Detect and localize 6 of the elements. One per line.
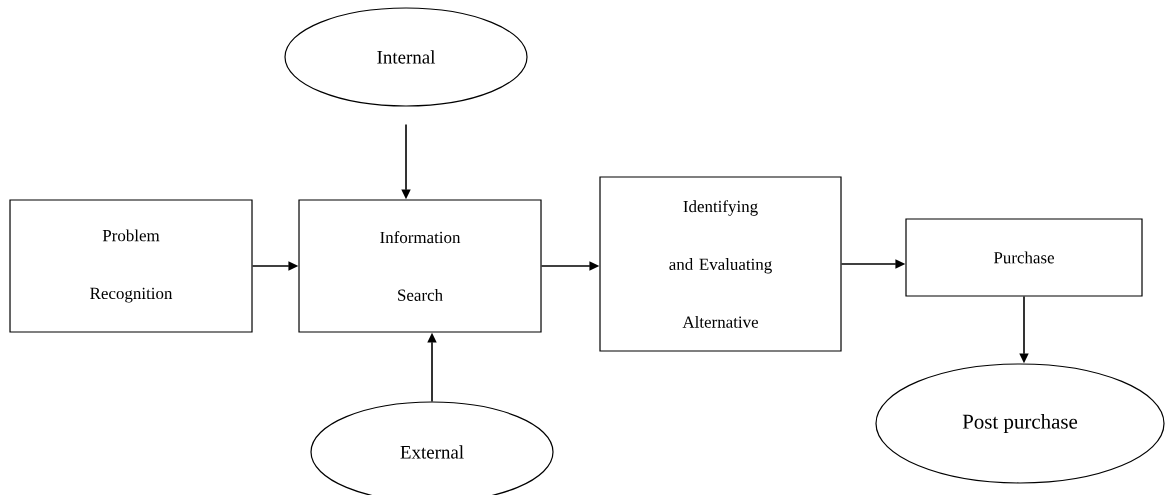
process-box: Purchase — [905, 218, 1143, 297]
ellipse-node: Post purchase — [875, 363, 1165, 484]
process-box: Identifying and Evaluating Alternative — [599, 176, 842, 352]
process-box: Problem Recognition — [9, 199, 253, 333]
process-box: Information Search — [298, 199, 542, 333]
ellipse-node: Internal — [284, 7, 528, 107]
